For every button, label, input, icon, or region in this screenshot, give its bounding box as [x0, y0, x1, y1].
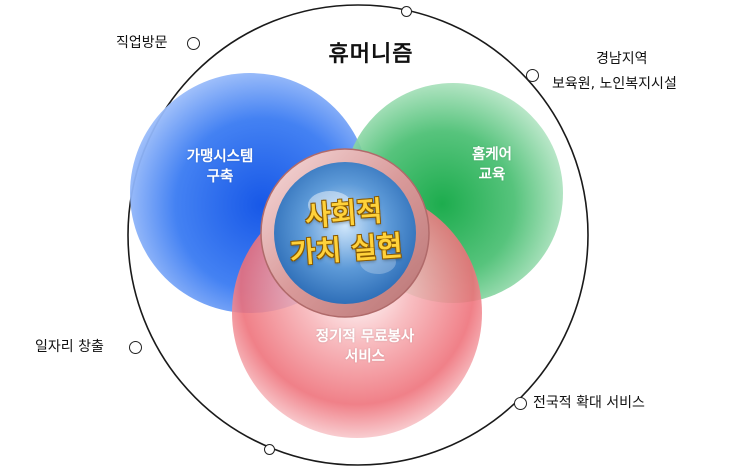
- ring-dot-bottom: [264, 444, 275, 455]
- circle-right-line1: 홈케어: [471, 147, 513, 163]
- diagram-title: 휴머니즘: [328, 42, 414, 67]
- label-dot-jobs: [129, 341, 142, 354]
- circle-left-line1: 가맹시스템: [186, 149, 254, 165]
- circle-right-line2: 교육: [478, 167, 506, 183]
- label-region-line2: 보육원, 노인복지시설: [552, 76, 677, 92]
- label-visit: 직업방문: [116, 35, 168, 51]
- circle-right-label: 홈케어 교육: [452, 145, 532, 185]
- label-dot-region: [526, 69, 539, 82]
- core-label: 사회적 가치 실현: [273, 191, 418, 273]
- label-national: 전국적 확대 서비스: [533, 395, 645, 411]
- circle-bottom-line1: 정기적 무료봉사: [315, 329, 415, 345]
- core-highlight-2: [360, 250, 396, 274]
- core-highlight: [308, 191, 352, 219]
- circle-bottom-line2: 서비스: [344, 349, 386, 365]
- core-bubble: [274, 162, 416, 304]
- outer-ring: [127, 4, 589, 466]
- circle-left-label: 가맹시스템 구축: [160, 147, 280, 187]
- label-jobs: 일자리 창출: [35, 339, 104, 355]
- circle-left-line2: 구축: [206, 169, 234, 185]
- label-region-line1: 경남지역: [596, 51, 648, 67]
- ring-dot-top: [401, 6, 412, 17]
- label-dot-visit: [187, 37, 200, 50]
- circle-bottom-label: 정기적 무료봉사 서비스: [290, 327, 440, 367]
- label-dot-national: [514, 397, 527, 410]
